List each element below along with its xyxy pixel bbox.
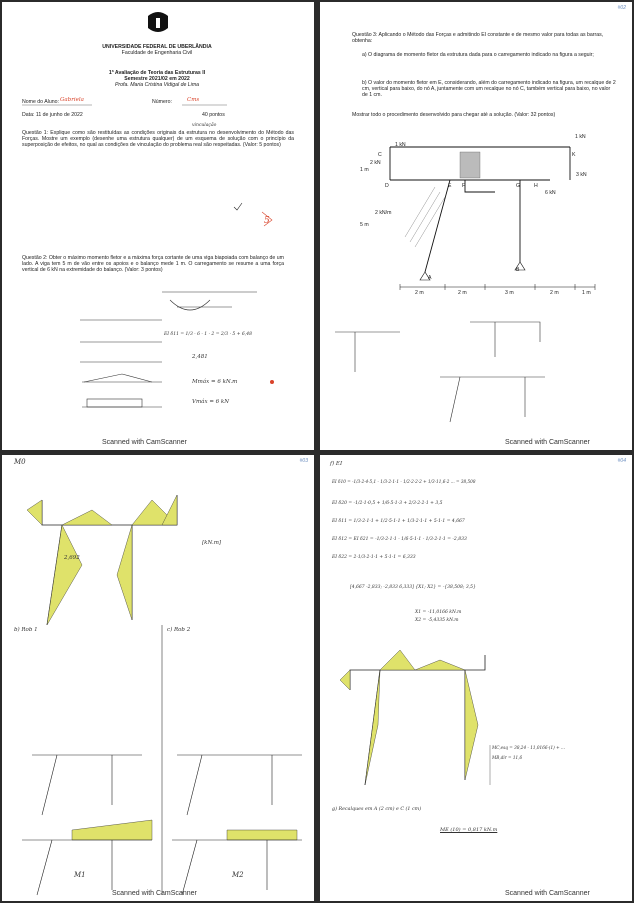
name-label: Nome do Aluno: xyxy=(22,99,59,105)
diagram-m1-label: M1 xyxy=(74,871,86,879)
q1-score: 5 xyxy=(264,216,270,226)
semester: Semestre 2021/02 em 2022 xyxy=(124,76,190,82)
node-d: D xyxy=(385,183,389,189)
question-3b: b) O valor do momento fletor em E, consi… xyxy=(362,80,616,99)
exam-title: 1ª Avaliação de Teoria das Estruturas II xyxy=(108,70,206,76)
page1-drawings xyxy=(22,12,274,408)
matrix-equation: [4,667 -2,833; -2,833 6,333] {X1; X2} = … xyxy=(350,585,476,590)
node-h: H xyxy=(534,183,538,189)
node-c: C xyxy=(378,152,382,158)
dim-3: 3 m xyxy=(505,290,514,296)
q2-result: 2,481 xyxy=(192,354,208,360)
x2-result: X2 = -5,4335 kN.m xyxy=(415,618,459,623)
moment-diagrams xyxy=(22,494,302,896)
page-2: #02 Questão 3: Aplicando o Método das Fo… xyxy=(320,2,632,450)
diagram-m0-label: M0 xyxy=(14,458,26,466)
page-4: #04 f) EI EI δ10 = -1/3·2·4·5,1 - 1/3·2·… xyxy=(320,455,632,901)
load-3kn: 3 kN xyxy=(576,172,587,178)
question-2: Questão 2: Obter o máximo momento fletor… xyxy=(22,255,284,274)
scanner-watermark: Scanned with CamScanner xyxy=(505,890,590,897)
final-moment-1: MC,esq = 38,24 - 11,0166·(1) + ... xyxy=(492,745,565,750)
scanner-watermark: Scanned with CamScanner xyxy=(112,890,197,897)
equation-3: EI δ11 = 1/3·2·1·1 + 1/2·5·1·1 + 1/3·2·1… xyxy=(332,519,465,524)
dim-2: 2 m xyxy=(458,290,467,296)
node-e: E xyxy=(448,183,452,189)
number-label: Número: xyxy=(152,99,172,105)
equation-2: EI δ20 = -1/2·1·0,5 + 1/6·5·1·3 + 2/3·2·… xyxy=(332,501,443,506)
load-6kn: 6 kN xyxy=(545,190,556,196)
university-name: UNIVERSIDADE FEDERAL DE UBERLÂNDIA xyxy=(102,44,212,50)
page-number: #04 xyxy=(617,458,626,464)
equation-1: EI δ10 = -1/3·2·4·5,1 - 1/3·2·1·1 - 1/2·… xyxy=(332,479,476,484)
node-b: B xyxy=(516,267,520,273)
scanner-watermark: Scanned with CamScanner xyxy=(505,439,590,446)
faculty-name: Faculdade de Engenharia Civil xyxy=(121,50,193,56)
load-distributed: 2 kN/m xyxy=(375,210,392,216)
exam-date: Data: 11 de junho de 2022 xyxy=(22,112,83,118)
final-moment-diagram xyxy=(339,649,491,786)
load-1kn: 1 kN xyxy=(395,142,406,148)
final-moment-2: MB,dir = 11,6 xyxy=(492,755,523,760)
student-name: Gabriela xyxy=(60,97,84,103)
max-shear: Vmáx = 6 kN xyxy=(192,399,230,405)
settlement-heading: g) Recalques em A (2 cm) e C (1 cm) xyxy=(332,807,422,812)
frame-structure-diagram xyxy=(335,146,596,423)
equation-5: EI δ22 = 2·1/3·2·1·1 + 5·1·1 = 6,333 xyxy=(332,555,416,560)
student-number: Cms xyxy=(187,97,200,103)
equation-4: EI δ12 = EI δ21 = -1/3·2·1·1 - 1/6·5·1·1… xyxy=(332,537,467,542)
node-k: K xyxy=(572,152,576,158)
section-heading: f) EI xyxy=(330,461,343,467)
professor: Profa. Maria Cristina Vidigal de Lima xyxy=(114,82,200,88)
value-label: 2,692 xyxy=(64,555,80,561)
q1-annotation: vinculação xyxy=(192,123,217,128)
x1-result: X1 = -11,0166 kN.m xyxy=(415,610,462,615)
university-logo-icon xyxy=(148,12,168,32)
dim-1: 2 m xyxy=(415,290,424,296)
final-result: ME (10) = 0,817 kN.m xyxy=(440,827,498,833)
case-1-label: b) Rob 1 xyxy=(14,627,38,633)
question-1: Questão 1: Explique como são restituídas… xyxy=(22,130,294,149)
load-1kn-k: 1 kN xyxy=(575,134,586,140)
dim-5: 1 m xyxy=(582,290,591,296)
diagram-m2-label: M2 xyxy=(232,871,244,879)
dim-4: 2 m xyxy=(550,290,559,296)
node-f: F xyxy=(462,183,466,189)
question-3c: Mostrar todo o procedimento desenvolvido… xyxy=(352,112,556,118)
node-a: A xyxy=(428,275,432,281)
q2-calculation: EI δ11 = 1/3 · 6 · 1 · 2 = 2/3 · 5 + 6,4… xyxy=(164,332,252,337)
scanner-watermark: Scanned with CamScanner xyxy=(102,439,187,446)
load-2kn: 2 kN xyxy=(370,160,381,166)
question-3: Questão 3: Aplicando o Método das Forças… xyxy=(352,32,604,45)
dim-height: 5 m xyxy=(360,222,369,228)
case-2-label: c) Rob 2 xyxy=(167,627,191,633)
question-3a: a) O diagrama de momento fletor da estru… xyxy=(362,52,594,58)
page-number: #02 xyxy=(617,5,626,11)
page-1: UNIVERSIDADE FEDERAL DE UBERLÂNDIA Facul… xyxy=(2,2,314,450)
page-number: #03 xyxy=(299,458,308,464)
node-g: G xyxy=(516,183,521,189)
unit-label: [kN.m] xyxy=(202,540,222,546)
max-moment: Mmáx = 6 kN.m xyxy=(192,379,238,385)
dim-height-top: 1 m xyxy=(360,167,369,173)
page-3: #03 xyxy=(2,455,314,901)
total-points: 40 pontos xyxy=(202,112,225,118)
